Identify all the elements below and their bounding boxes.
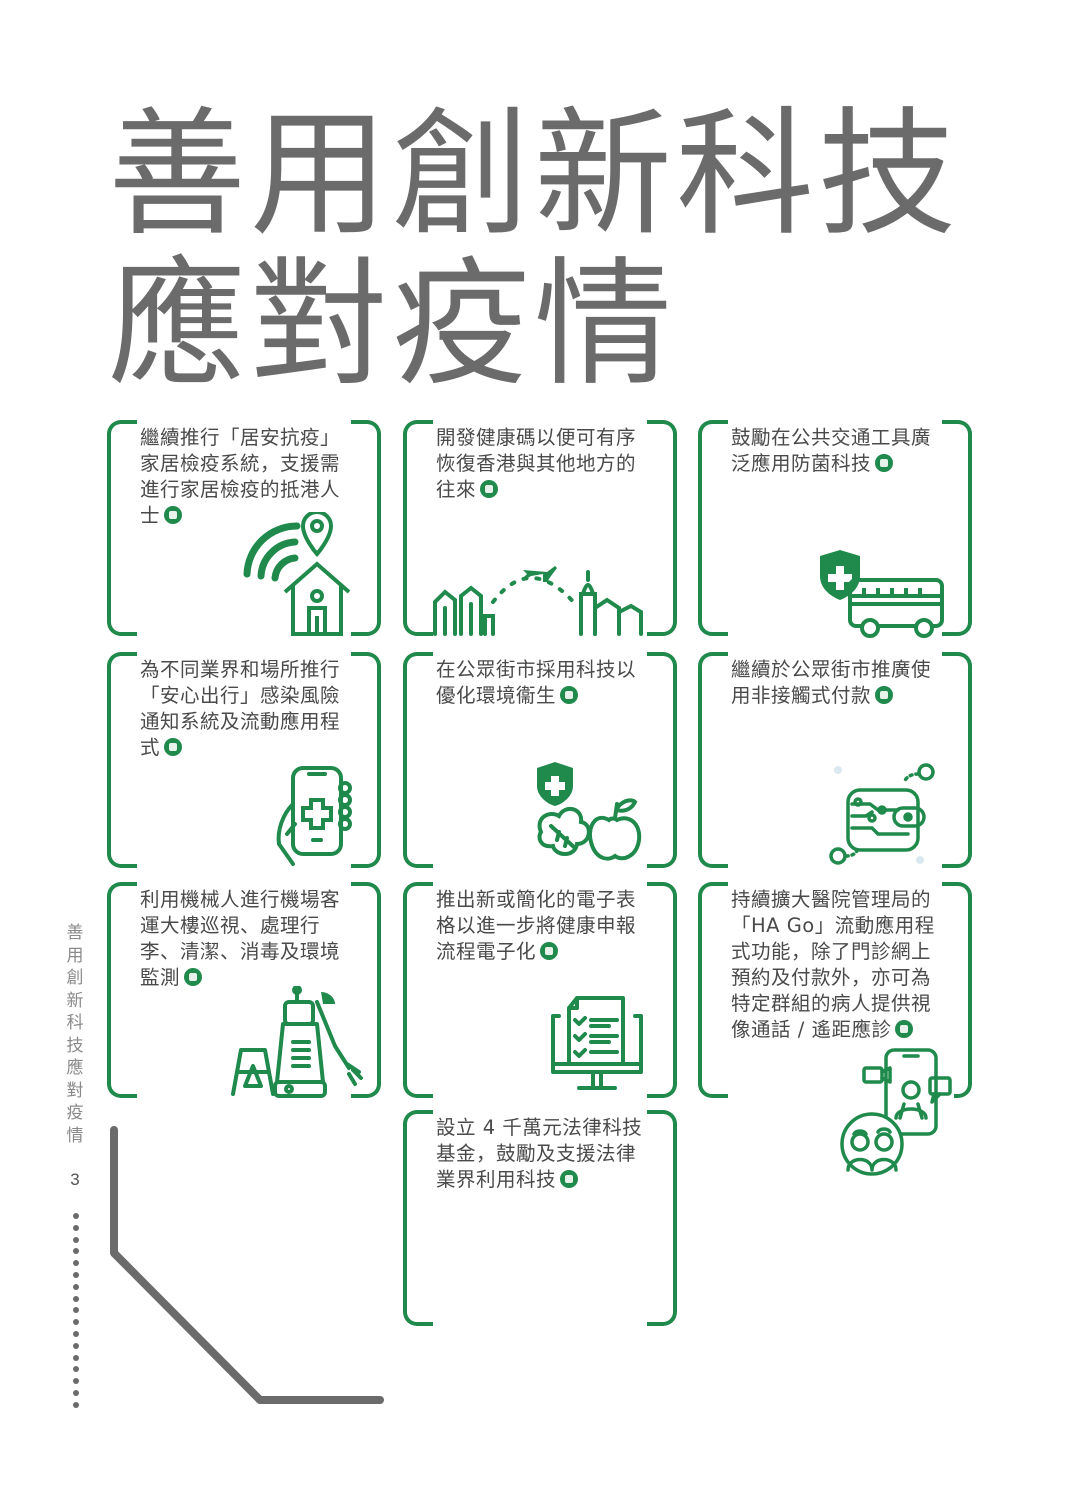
e-form-monitor-icon (551, 996, 643, 1090)
side-char: 科 (66, 1013, 84, 1033)
side-char: 新 (66, 990, 84, 1011)
side-char: 技 (66, 1035, 84, 1056)
page-title: 善用創新科技 應對疫情 (108, 100, 960, 400)
card-text: 持續擴大醫院管理局的「HA Go」流動應用程式功能，除了門診網上預約及付款外，亦… (731, 888, 935, 1041)
bracket-left (698, 882, 728, 1098)
card-text: 利用機械人進行機場客運大樓巡視、處理行李、清潔、消毒及環境監測 (140, 888, 341, 989)
bracket-right (942, 882, 972, 1098)
bracket-right (942, 420, 972, 636)
telemedicine-icon (834, 1046, 954, 1176)
bracket-right (942, 652, 972, 868)
card-leave-home-safe: 為不同業界和場所推行「安心出行」感染風險通知系統及流動應用程式 (107, 652, 381, 868)
bracket-left (698, 652, 728, 868)
shield-vegetables-icon (537, 762, 642, 861)
side-section-label: 善 用 創 新 科 技 應 對 疫 情 (64, 922, 86, 1147)
bracket-left (107, 652, 137, 868)
new-icon (540, 942, 559, 960)
card-home-quarantine: 繼續推行「居安抗疫」家居檢疫系統，支援需進行家居檢疫的抵港人士 (107, 420, 381, 636)
city-travel-plane-icon (433, 566, 643, 636)
page-number: 3 (70, 1170, 80, 1189)
card-text: 為不同業界和場所推行「安心出行」感染風險通知系統及流動應用程式 (140, 658, 341, 759)
bracket-right (647, 652, 677, 868)
bracket-left (403, 882, 433, 1098)
bracket-right (647, 420, 677, 636)
card-ha-go: 持續擴大醫院管理局的「HA Go」流動應用程式功能，除了門診網上預約及付款外，亦… (698, 882, 972, 1176)
card-contactless-payment: 繼續於公眾街市推廣使用非接觸式付款 (698, 652, 972, 868)
home-quarantine-icon (243, 512, 351, 636)
bracket-left (403, 652, 433, 868)
card-health-code: 開發健康碼以便可有序恢復香港與其他地方的往來 (403, 420, 677, 636)
bracket-left (107, 420, 137, 636)
dotted-divider (73, 1213, 79, 1414)
card-text: 繼續於公眾街市推廣使用非接觸式付款 (731, 658, 932, 707)
side-char: 疫 (66, 1103, 84, 1123)
side-char: 應 (66, 1058, 84, 1078)
card-e-forms: 推出新或簡化的電子表格以進一步將健康申報流程電子化 (403, 882, 677, 1098)
new-icon (480, 480, 499, 498)
card-text: 推出新或簡化的電子表格以進一步將健康申報流程電子化 (436, 888, 637, 963)
card-text: 在公眾街市採用科技以優化環境衞生 (436, 658, 637, 707)
bracket-right (647, 1110, 677, 1326)
bracket-right (351, 420, 381, 636)
bracket-right (351, 652, 381, 868)
new-icon (895, 1020, 914, 1038)
cleaning-robot-icon (231, 986, 363, 1098)
card-text: 設立 4 千萬元法律科技基金，鼓勵及支援法律業界利用科技 (436, 1116, 643, 1191)
new-icon (875, 454, 894, 472)
side-char: 對 (66, 1080, 84, 1101)
new-icon (875, 686, 894, 704)
card-text: 繼續推行「居安抗疫」家居檢疫系統，支援需進行家居檢疫的抵港人士 (140, 426, 341, 527)
new-icon (560, 686, 579, 704)
new-icon (164, 738, 183, 756)
title-line-1: 善用創新科技 (108, 94, 961, 255)
bus-shield-icon (820, 550, 944, 638)
title-line-2: 應對疫情 (108, 244, 677, 405)
card-text: 鼓勵在公共交通工具廣泛應用防菌科技 (731, 426, 932, 475)
bracket-left (107, 882, 137, 1098)
bracket-left (698, 420, 728, 636)
side-char: 用 (66, 945, 84, 966)
side-char: 創 (66, 968, 84, 988)
card-text: 開發健康碼以便可有序恢復香港與其他地方的往來 (436, 426, 637, 501)
bracket-left (403, 420, 433, 636)
bracket-right (351, 882, 381, 1098)
new-icon (560, 1170, 579, 1188)
card-public-transport: 鼓勵在公共交通工具廣泛應用防菌科技 (698, 420, 972, 638)
side-char: 善 (66, 923, 84, 943)
side-char: 情 (66, 1125, 84, 1146)
card-airport-robots: 利用機械人進行機場客運大樓巡視、處理行李、清潔、消毒及環境監測 (107, 882, 381, 1098)
bracket-right (647, 882, 677, 1098)
phone-health-app-icon (276, 766, 352, 866)
contactless-card-icon (829, 763, 935, 865)
bracket-left (403, 1110, 433, 1326)
new-icon (164, 506, 183, 524)
new-icon (184, 968, 203, 986)
card-market-hygiene: 在公眾街市採用科技以優化環境衞生 (403, 652, 677, 868)
card-legaltech-fund: 設立 4 千萬元法律科技基金，鼓勵及支援法律業界利用科技 (403, 1110, 677, 1326)
